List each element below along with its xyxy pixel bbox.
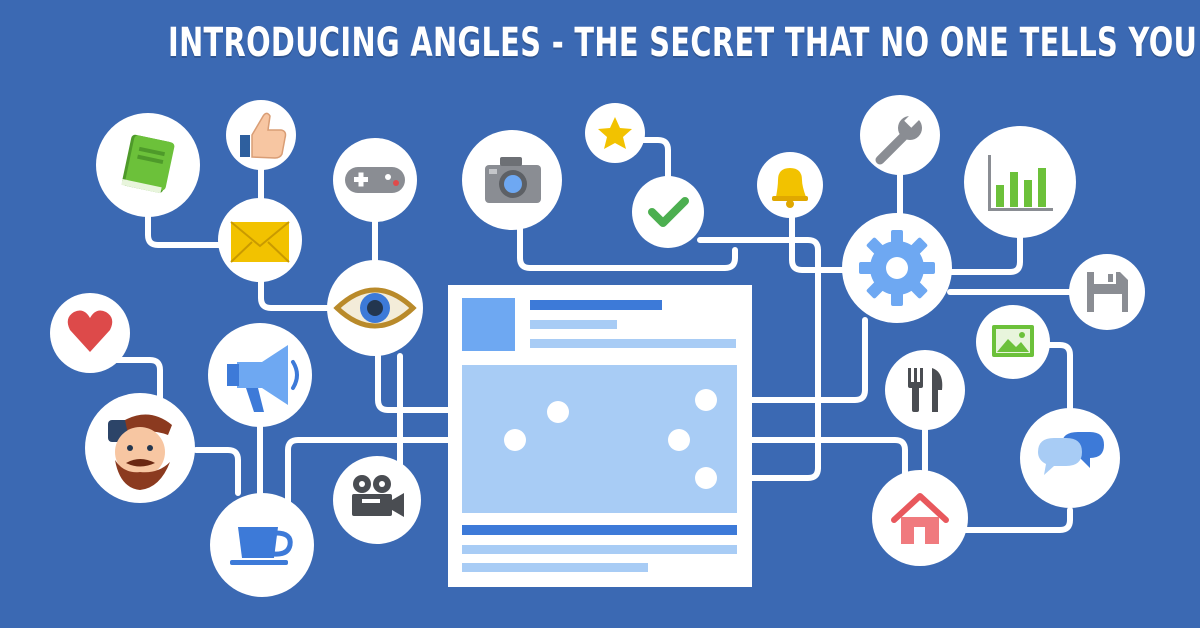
line-envelope-eye	[258, 267, 338, 311]
megaphone-icon	[208, 323, 312, 427]
document-page	[448, 285, 752, 587]
book-icon	[96, 113, 200, 217]
document-heading-bar	[530, 300, 662, 310]
speech-bubbles-icon	[1020, 408, 1120, 508]
film-camera-icon	[333, 456, 421, 544]
line-heart-avatar	[89, 357, 163, 408]
checkmark-icon	[632, 176, 704, 248]
page-title: INTRODUCING ANGLES - THE SECRET THAT NO …	[167, 20, 1198, 66]
connection-node	[668, 429, 690, 451]
document-thumbnail	[462, 298, 515, 351]
coffee-cup-icon	[210, 493, 314, 597]
house-icon	[872, 470, 968, 566]
line-book-envelope	[145, 172, 233, 248]
connection-node	[504, 429, 526, 451]
envelope-icon	[218, 198, 302, 282]
star-icon	[585, 103, 645, 163]
line-star-check	[637, 137, 671, 183]
line-camera-doc	[517, 222, 738, 271]
connection-node	[547, 401, 569, 423]
document-footer-bar	[462, 525, 737, 535]
line-bell-gear	[789, 212, 853, 273]
connection-node	[695, 389, 717, 411]
bell-icon	[757, 152, 823, 218]
connection-node	[695, 467, 717, 489]
document-content-block	[462, 365, 737, 513]
line-check-gear	[697, 237, 821, 471]
bar-chart-icon	[964, 126, 1076, 238]
line-cup-node	[285, 437, 518, 513]
line-node3	[702, 465, 821, 481]
connector-lines	[89, 137, 1083, 533]
heart-icon	[50, 293, 130, 373]
floppy-disk-icon	[1069, 254, 1145, 330]
fork-knife-icon	[885, 350, 965, 430]
line-chart-gear	[942, 232, 1023, 275]
line-house-bubbles	[962, 507, 1073, 533]
eye-icon	[327, 260, 423, 356]
line-image-bubbles	[1037, 342, 1073, 413]
wrench-icon	[860, 95, 940, 175]
line-avatar-cup	[193, 447, 241, 496]
line-eye-node1	[375, 353, 561, 413]
document-line	[462, 563, 648, 572]
document-line	[462, 545, 737, 554]
line-gear-node	[705, 317, 868, 403]
thumbs-up-icon	[226, 100, 296, 170]
document-line	[530, 320, 617, 329]
avatar-icon	[85, 393, 195, 503]
image-icon	[976, 305, 1050, 379]
gamepad-icon	[333, 138, 417, 222]
line-node-house	[677, 437, 908, 478]
gear-icon	[842, 213, 952, 323]
document-line	[530, 339, 736, 348]
camera-icon	[462, 130, 562, 230]
